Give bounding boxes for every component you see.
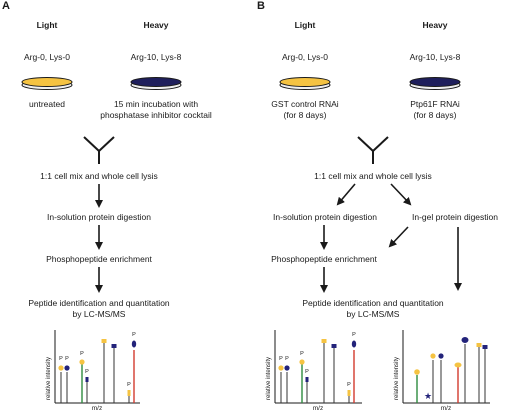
spectrum-b1-xlabel: m/z	[312, 405, 324, 412]
panel-b-step-msms-2: by LC-MS/MS	[346, 309, 400, 319]
spectrum-b1-axes	[274, 330, 362, 404]
spectrum-b1-ylabel: relative intensity	[266, 356, 272, 400]
phospho-label: P	[127, 382, 131, 388]
heavy-peptide-marker	[438, 353, 444, 359]
panel-a-light-dish	[21, 77, 73, 90]
phospho-label: P	[132, 332, 136, 338]
panel-a-step-msms-1: Peptide identification and quantitation	[28, 298, 170, 308]
phospho-label: P	[59, 356, 63, 362]
light-peptide-marker	[321, 339, 327, 343]
panel-b-step-ingel: In-gel protein digestion	[411, 212, 499, 222]
panel-b-heavy-title: Heavy	[422, 20, 448, 30]
light-peptide-marker	[347, 390, 351, 396]
spectrum-a-axes	[54, 330, 140, 404]
phospho-label: P	[65, 356, 69, 362]
panel-b-heavy-dish	[409, 77, 461, 90]
light-peptide-marker	[476, 343, 482, 347]
panel-b-heavy-treatment-1: Ptp61F RNAi	[410, 99, 460, 109]
heavy-peptide-marker	[351, 340, 357, 348]
heavy-peptide-marker	[284, 365, 290, 371]
panel-a-light-treatment: untreated	[29, 99, 65, 109]
light-peptide-marker	[79, 359, 85, 365]
panel-b-heavy-label: Arg-10, Lys-8	[409, 52, 461, 62]
light-peptide-marker	[58, 365, 64, 371]
panel-b-merge-connector	[357, 136, 389, 164]
panel-a-heavy-label: Arg-10, Lys-8	[130, 52, 182, 62]
light-peptide-marker	[414, 369, 420, 375]
panel-b-light-title: Light	[294, 20, 316, 30]
panel-a-step-enrichment: Phosphopeptide enrichment	[46, 254, 152, 264]
light-peptide-marker	[127, 390, 131, 396]
light-peptide-marker	[430, 353, 436, 359]
heavy-peptide-marker	[305, 377, 309, 382]
spectrum-a-ylabel: relative intensity	[46, 356, 52, 400]
spectrum-b2-xlabel: m/z	[440, 405, 452, 412]
panel-a-heavy-treatment-1: 15 min incubation with	[113, 99, 199, 109]
panel-b-heavy-treatment-2: (for 8 days)	[413, 110, 457, 120]
light-peptide-marker	[454, 362, 462, 368]
panel-b-step-msms-1: Peptide identification and quantitation	[302, 298, 444, 308]
panel-a-heavy-title: Heavy	[143, 20, 169, 30]
panel-a-merge-connector	[83, 136, 115, 164]
panel-b-arrow-ingel-to-enrichment	[388, 226, 409, 248]
spectrum-b2-peaks: ★	[414, 337, 488, 403]
panel-a-step-digestion: In-solution protein digestion	[47, 212, 151, 222]
panel-a-step-lysis: 1:1 cell mix and whole cell lysis	[40, 171, 158, 181]
heavy-peptide-marker	[461, 337, 469, 343]
light-peptide-marker	[299, 359, 305, 365]
panel-b-step-insolution: In-solution protein digestion	[273, 212, 377, 222]
panel-b-step-lysis: 1:1 cell mix and whole cell lysis	[314, 171, 432, 181]
phospho-label: P	[305, 369, 309, 375]
heavy-peptide-marker	[131, 340, 137, 348]
panel-b-step-enrichment: Phosphopeptide enrichment	[271, 254, 377, 264]
spectrum-b1-peaks	[278, 339, 357, 403]
panel-b-arrow-to-insolution	[336, 183, 356, 206]
phospho-label: P	[300, 351, 304, 357]
spectrum-b2-ylabel: relative intensity	[394, 356, 400, 400]
spectrum-b2-axes	[402, 330, 490, 404]
phospho-label: P	[80, 351, 84, 357]
heavy-peptide-marker	[111, 344, 117, 348]
panel-b-arrow-to-ingel	[390, 183, 412, 206]
panel-b-label: B	[257, 0, 265, 12]
heavy-peptide-marker: ★	[424, 392, 432, 402]
phospho-label: P	[347, 382, 351, 388]
light-peptide-marker	[101, 339, 107, 343]
panel-b-light-label: Arg-0, Lys-0	[282, 52, 328, 62]
panel-a-heavy-treatment-2: phosphatase inhibitor cocktail	[100, 110, 212, 120]
panel-b-light-treatment-1: GST control RNAi	[271, 99, 339, 109]
phospho-label: P	[85, 369, 89, 375]
heavy-peptide-marker	[64, 365, 70, 371]
phospho-label: P	[285, 356, 289, 362]
panel-b-light-treatment-2: (for 8 days)	[283, 110, 327, 120]
panel-a-light-title: Light	[36, 20, 58, 30]
heavy-peptide-marker	[482, 345, 488, 349]
panel-b-light-dish	[279, 77, 331, 90]
panel-a-light-label: Arg-0, Lys-0	[24, 52, 70, 62]
heavy-peptide-marker	[331, 344, 337, 348]
spectrum-a-peaks	[58, 339, 137, 403]
panel-a-label: A	[2, 0, 10, 12]
panel-a-step-msms-2: by LC-MS/MS	[72, 309, 126, 319]
spectrum-a-xlabel: m/z	[91, 405, 103, 412]
panel-a-heavy-dish	[130, 77, 182, 90]
phospho-label: P	[352, 332, 356, 338]
light-peptide-marker	[278, 365, 284, 371]
heavy-peptide-marker	[85, 377, 89, 382]
phospho-label: P	[279, 356, 283, 362]
